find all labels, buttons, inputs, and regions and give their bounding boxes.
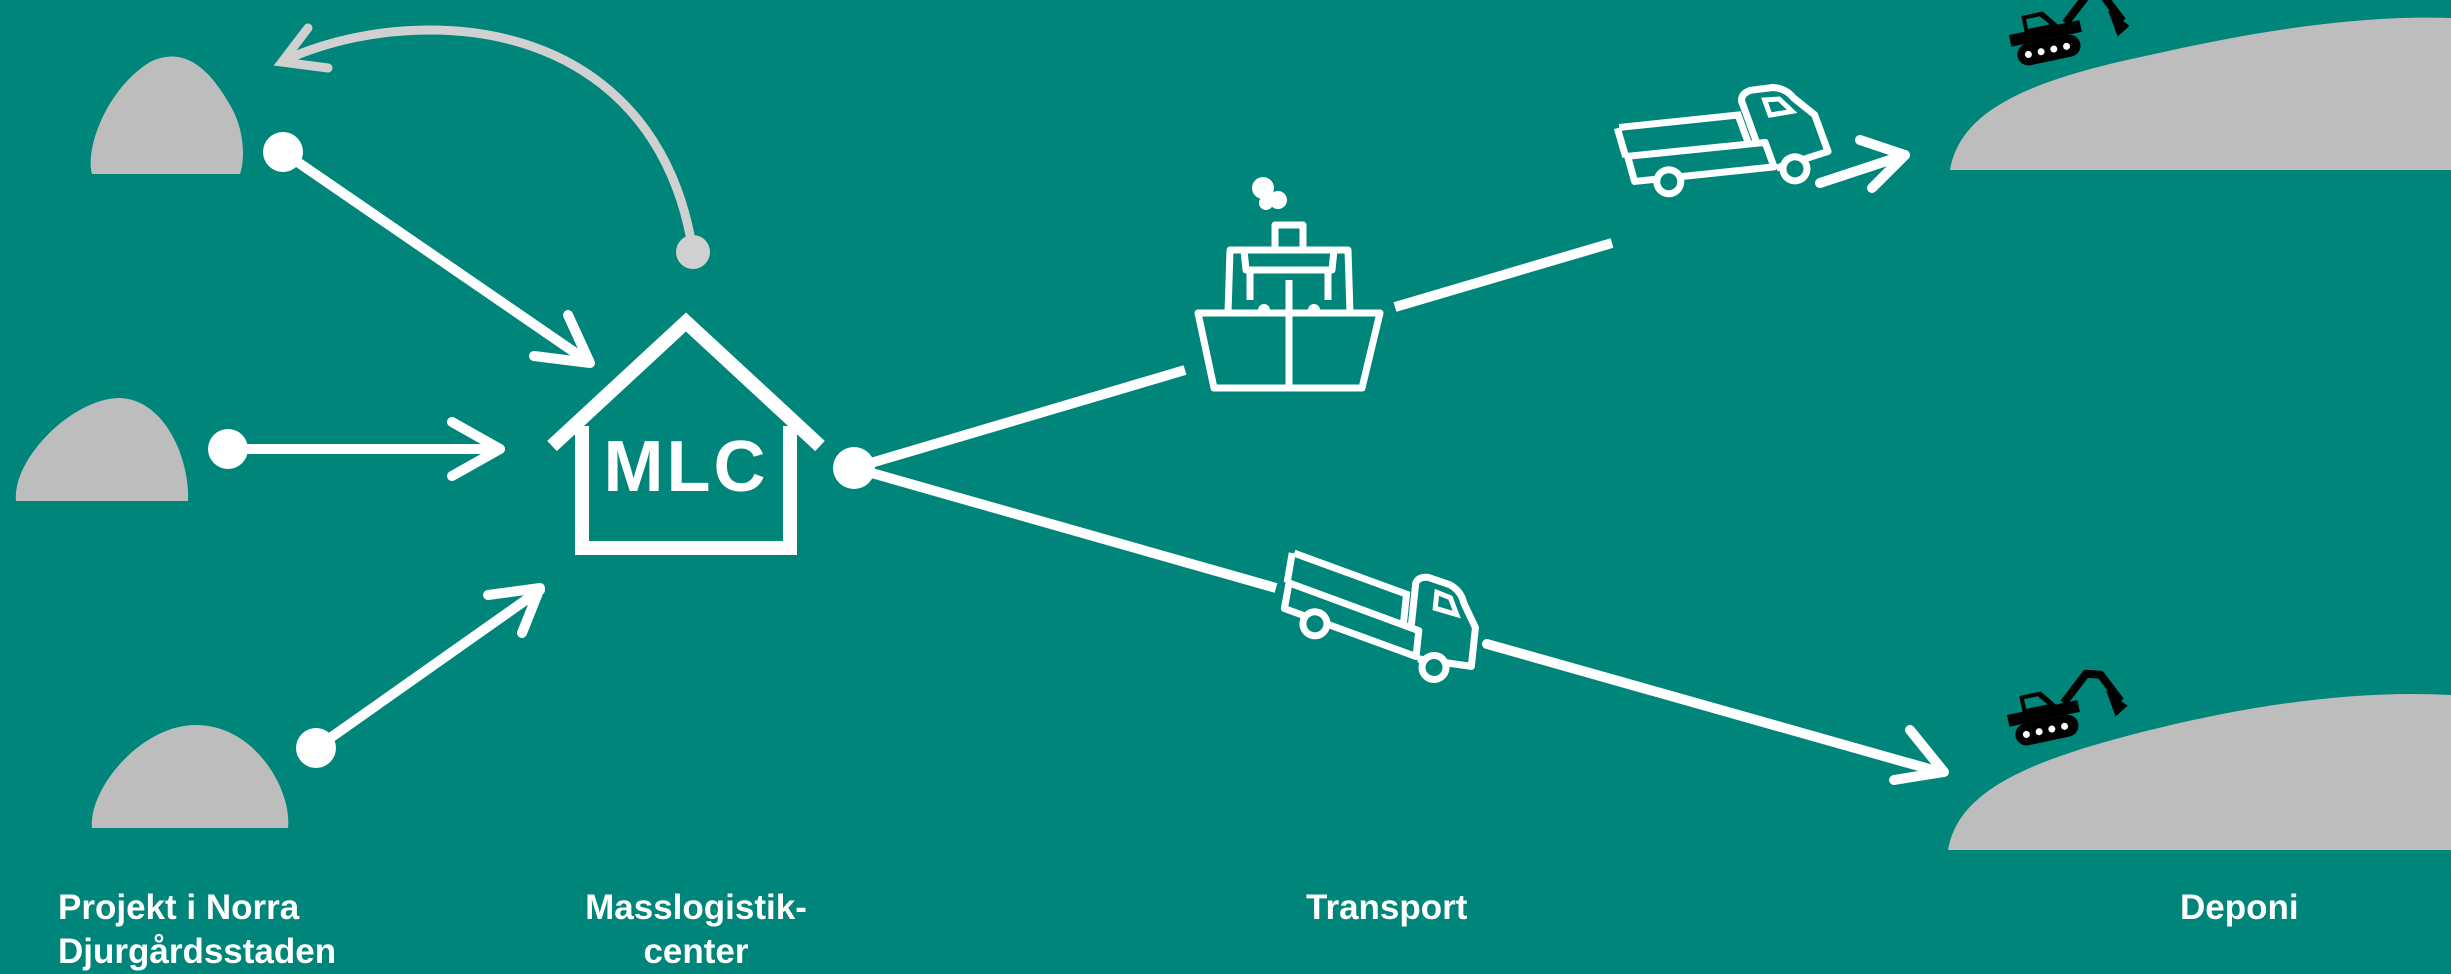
inflow-arrow: [263, 132, 590, 363]
outflow-line-ship-2: [1395, 243, 1612, 307]
excavator-icon: [2002, 667, 2131, 749]
inflow-arrow: [296, 588, 540, 768]
transport-label: Transport: [1306, 886, 1467, 930]
hub-label: MLC: [604, 427, 769, 507]
truck-icon: [1615, 63, 1833, 233]
outflow-arrow-lower: [1487, 644, 1944, 780]
soil-pile-icon: [91, 57, 243, 174]
mlc-label-line-2: center: [576, 930, 816, 974]
deposit-label: Deponi: [2180, 886, 2299, 930]
projects-label-line-2: Djurgårdsstaden: [58, 930, 336, 974]
projects-label-line-1: Projekt i Norra: [58, 886, 336, 930]
outflow-line-ship: [854, 370, 1185, 468]
mlc-label: Masslogistik- center: [576, 886, 816, 974]
ship-icon: [1198, 177, 1380, 388]
mlc-label-line-1: Masslogistik-: [576, 886, 816, 930]
projects-label: Projekt i Norra Djurgårdsstaden: [58, 886, 336, 974]
excavator-icon: [2004, 0, 2133, 68]
inflow-arrow: [208, 422, 500, 476]
soil-pile-icon: [92, 725, 289, 828]
return-arrow: [282, 28, 693, 252]
truck-icon: [1279, 553, 1482, 683]
outflow-line-truck: [854, 468, 1276, 588]
outflow-arrow-upper: [1820, 140, 1905, 188]
return-arrow-start-dot: [676, 235, 710, 269]
soil-pile-icon: [16, 398, 188, 501]
